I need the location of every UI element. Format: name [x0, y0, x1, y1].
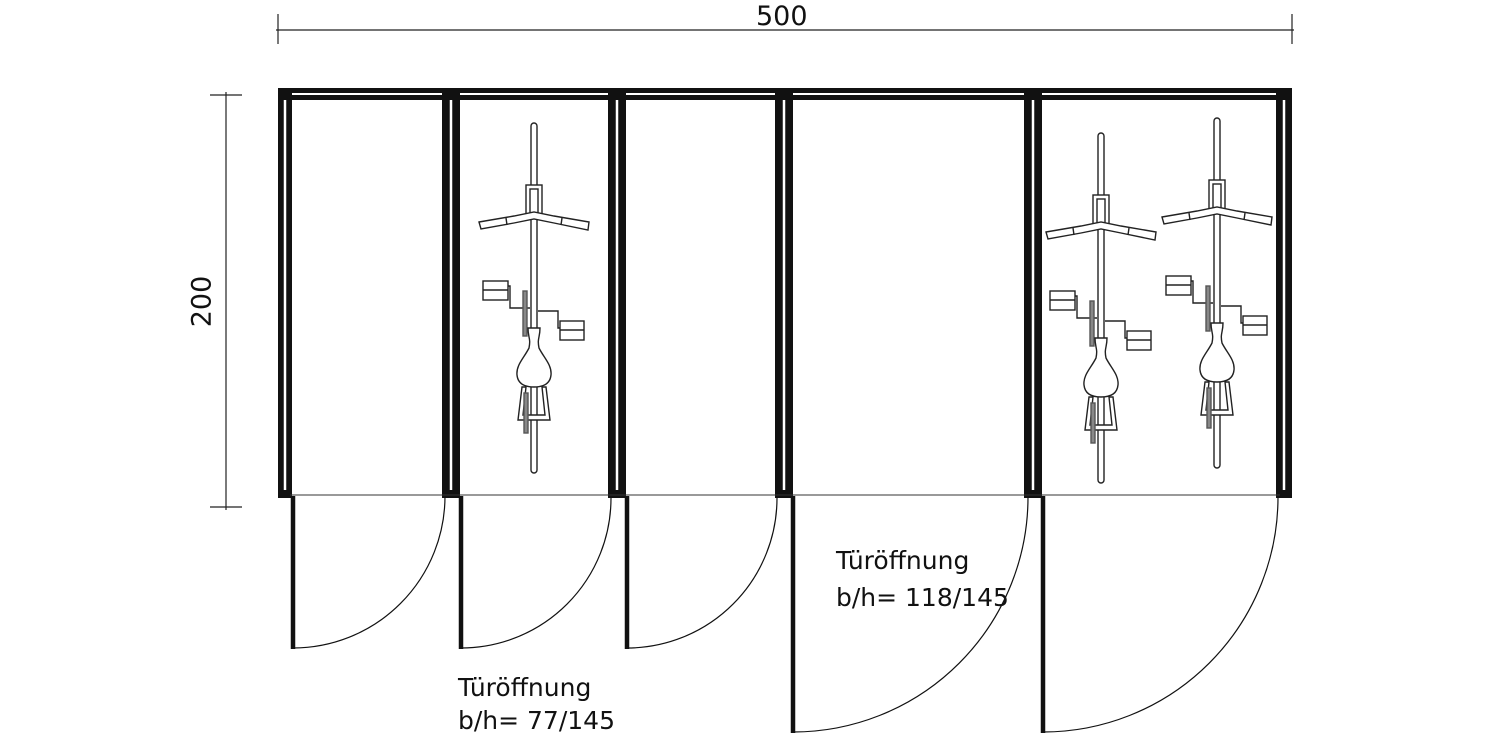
door-3	[624, 496, 778, 649]
bicycle-3	[1161, 117, 1273, 469]
door-1	[290, 495, 446, 649]
door-opening-title-large: Türöffnung	[836, 546, 970, 575]
doors	[290, 495, 1279, 733]
door-2	[458, 496, 612, 649]
bicycle-2	[1045, 132, 1157, 484]
width-dimension-line	[276, 14, 1294, 44]
door-opening-size-large: b/h= 118/145	[836, 583, 1009, 612]
door-opening-title-small: Türöffnung	[458, 673, 592, 702]
door-opening-size-small: b/h= 77/145	[458, 706, 615, 735]
bicycle-1	[478, 122, 590, 474]
door-5	[1040, 496, 1279, 733]
height-label: 200	[186, 275, 218, 328]
height-dimension-line	[210, 92, 242, 510]
width-label: 500	[756, 1, 808, 32]
walls	[278, 88, 1292, 498]
door-4	[790, 496, 1029, 733]
